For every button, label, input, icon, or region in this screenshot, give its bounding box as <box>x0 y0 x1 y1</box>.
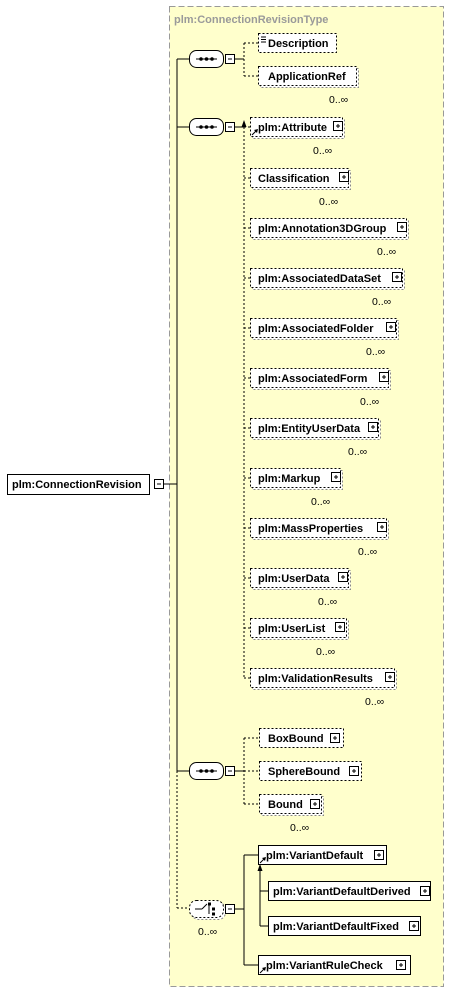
element-variantdefaultfixed[interactable]: plm:VariantDefaultFixed <box>268 916 421 936</box>
root-element-label: plm:ConnectionRevision <box>12 479 142 491</box>
expand-icon[interactable] <box>330 733 340 743</box>
element-variantdefaultderived[interactable]: plm:VariantDefaultDerived <box>268 881 431 901</box>
element-label: ApplicationRef <box>268 71 346 83</box>
sequence-2-collapse-icon[interactable] <box>225 122 235 132</box>
element-label: plm:AssociatedFolder <box>258 323 374 335</box>
occurrence-label: 0..∞ <box>366 346 385 358</box>
reference-arrow-icon <box>259 857 266 864</box>
root-element-box[interactable] <box>7 474 150 495</box>
element-label: plm:AssociatedDataSet <box>258 273 381 285</box>
element-massproperties[interactable]: plm:MassProperties 0..∞ <box>250 518 389 559</box>
choice-compositor[interactable] <box>189 900 226 920</box>
element-classification[interactable]: Classification 0..∞ <box>250 168 351 209</box>
occurrence-label: 0..∞ <box>377 246 396 258</box>
expand-icon[interactable] <box>409 921 419 931</box>
element-label: BoxBound <box>268 733 324 745</box>
expand-icon[interactable] <box>377 522 387 532</box>
expand-icon[interactable] <box>349 766 359 776</box>
element-label: plm:VariantRuleCheck <box>266 960 384 972</box>
element-userdata[interactable]: plm:UserData 0..∞ <box>250 568 351 609</box>
element-description[interactable]: Description <box>258 33 337 53</box>
type-title: plm:ConnectionRevisionType <box>174 14 328 26</box>
element-label: plm:VariantDefaultFixed <box>273 921 399 933</box>
expand-icon[interactable] <box>335 622 345 632</box>
element-boxbound[interactable]: BoxBound <box>259 728 344 748</box>
occurrence-label: 0..∞ <box>372 296 391 308</box>
element-markup[interactable]: plm:Markup 0..∞ <box>250 468 343 509</box>
sequence-compositor-2[interactable] <box>189 118 224 136</box>
element-label: plm:UserData <box>258 573 330 585</box>
element-associateddataset[interactable]: plm:AssociatedDataSet 0..∞ <box>250 268 405 309</box>
element-spherebound[interactable]: SphereBound <box>259 761 362 781</box>
element-label: plm:UserList <box>258 623 326 635</box>
occurrence-label: 0..∞ <box>318 596 337 608</box>
sequence-compositor-3[interactable] <box>189 762 224 780</box>
occurrence-label: 0..∞ <box>290 822 309 834</box>
reference-arrow-icon <box>259 967 266 974</box>
element-entityuserdata[interactable]: plm:EntityUserData 0..∞ <box>250 418 381 459</box>
expand-icon[interactable] <box>331 472 341 482</box>
element-label: plm:VariantDefault <box>266 850 364 862</box>
element-label: plm:MassProperties <box>258 523 363 535</box>
annotation-icon <box>261 36 266 43</box>
occurrence-label: 0..∞ <box>348 446 367 458</box>
expand-icon[interactable] <box>397 222 407 232</box>
element-label: plm:ValidationResults <box>258 673 373 685</box>
choice-occurrence-label: 0..∞ <box>198 926 217 938</box>
expand-icon[interactable] <box>385 672 395 682</box>
expand-icon[interactable] <box>333 121 343 131</box>
reference-arrow-icon <box>251 129 258 136</box>
sequence-3-collapse-icon[interactable] <box>225 766 235 776</box>
expand-icon[interactable] <box>386 322 396 332</box>
element-userlist[interactable]: plm:UserList 0..∞ <box>250 618 349 659</box>
occurrence-label: 0..∞ <box>360 396 379 408</box>
expand-icon[interactable] <box>368 422 378 432</box>
element-validationresults[interactable]: plm:ValidationResults 0..∞ <box>250 668 397 709</box>
element-label: plm:EntityUserData <box>258 423 361 435</box>
sequence-compositor-1[interactable] <box>189 50 224 68</box>
expand-icon[interactable] <box>374 850 384 860</box>
occurrence-label: 0..∞ <box>358 546 377 558</box>
element-label: plm:VariantDefaultDerived <box>273 886 411 898</box>
expand-icon[interactable] <box>338 572 348 582</box>
element-label: plm:Attribute <box>258 122 327 134</box>
element-label: plm:Annotation3DGroup <box>258 223 387 235</box>
element-variantdefault[interactable]: plm:VariantDefault <box>258 845 387 865</box>
expand-icon[interactable] <box>379 372 389 382</box>
element-associatedform[interactable]: plm:AssociatedForm 0..∞ <box>250 368 391 409</box>
element-label: Classification <box>258 173 330 185</box>
occurrence-label: 0..∞ <box>311 496 330 508</box>
element-applicationref[interactable]: ApplicationRef 0..∞ <box>258 66 359 107</box>
element-annotation3dgroup[interactable]: plm:Annotation3DGroup 0..∞ <box>250 218 409 259</box>
occurrence-label: 0..∞ <box>313 145 332 157</box>
element-label: Bound <box>268 799 303 811</box>
choice-collapse-icon[interactable] <box>225 904 235 914</box>
type-box <box>169 6 444 987</box>
element-label: plm:Markup <box>258 473 321 485</box>
element-label: Description <box>268 38 329 50</box>
expand-icon[interactable] <box>392 272 402 282</box>
expand-icon[interactable] <box>339 172 349 182</box>
element-attribute[interactable]: plm:Attribute 0..∞ <box>250 117 345 158</box>
element-bound[interactable]: Bound 0..∞ <box>259 794 324 835</box>
expand-icon[interactable] <box>310 799 320 809</box>
element-label: SphereBound <box>268 766 340 778</box>
occurrence-label: 0..∞ <box>316 646 335 658</box>
expand-icon[interactable] <box>420 886 430 896</box>
occurrence-label: 0..∞ <box>319 196 338 208</box>
expand-icon[interactable] <box>396 960 406 970</box>
element-associatedfolder[interactable]: plm:AssociatedFolder 0..∞ <box>250 318 399 359</box>
element-variantrulecheck[interactable]: plm:VariantRuleCheck <box>258 955 411 975</box>
sequence-1-collapse-icon[interactable] <box>225 54 235 64</box>
occurrence-label: 0..∞ <box>365 696 384 708</box>
occurrence-label: 0..∞ <box>329 94 348 106</box>
root-expand-icon[interactable] <box>154 479 164 489</box>
element-label: plm:AssociatedForm <box>258 373 368 385</box>
